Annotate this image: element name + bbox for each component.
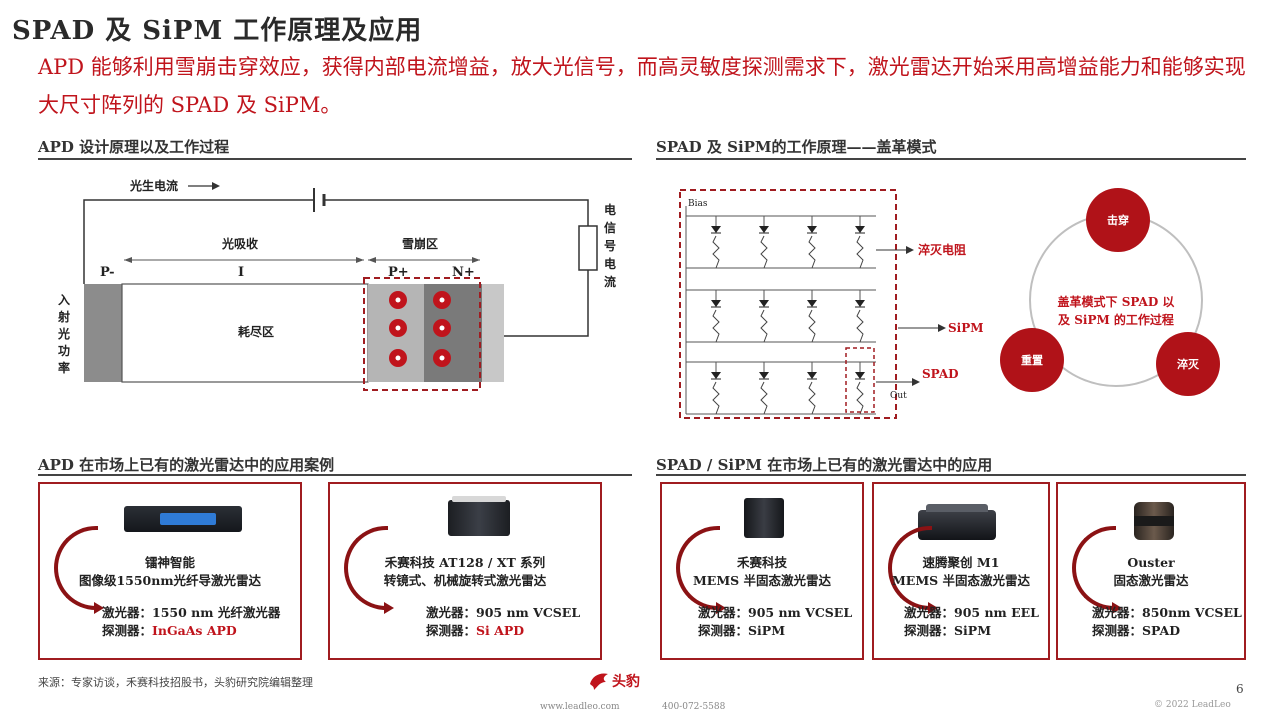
cycle-center-line2: 及 SiPM 的工作过程 <box>1058 312 1174 327</box>
resistor <box>578 225 598 271</box>
signal-current-label: 电 信 号 电 流 <box>604 202 616 289</box>
avalanche-box <box>363 277 481 391</box>
spad-cell <box>759 290 769 343</box>
apd-diagram: 光生电流 电 信 号 电 流 光吸收 雪崩区 P- I P+ N+ 耗尽区 <box>83 178 616 391</box>
spad-cell <box>855 216 865 269</box>
section-rule <box>38 474 632 476</box>
spad-app-card: 禾赛科技 MEMS 半固态激光雷达 激光器：905 nm VCSEL 探测器：S… <box>660 482 864 660</box>
product-name: Ouster 固态激光雷达 <box>1113 555 1189 588</box>
spad-cell <box>807 290 817 343</box>
svg-text:流: 流 <box>604 274 616 289</box>
brand-logo: 头豹 <box>588 668 652 694</box>
svg-text:电: 电 <box>604 202 616 217</box>
spad-label: SPAD <box>922 367 959 381</box>
carrier-dots <box>389 291 451 367</box>
spad-cell <box>711 216 721 269</box>
spad-cell <box>855 362 865 415</box>
out-label: Out <box>890 391 907 401</box>
apd-app-card: 禾赛科技 AT128 / XT 系列 转镜式、机械旋转式激光雷达 激光器：905… <box>328 482 602 660</box>
incident-power-label: 入 射 光 功 率 <box>58 293 71 375</box>
contact-region <box>482 284 504 382</box>
breakdown-node <box>1086 188 1150 252</box>
page-number: 6 <box>1236 682 1244 696</box>
product-name: 禾赛科技 AT128 / XT 系列 转镜式、机械旋转式激光雷达 <box>383 555 547 588</box>
quench-resistor-label: 淬灭电阻 <box>918 242 966 257</box>
leopard-logo-icon <box>590 673 608 690</box>
product-name: 速腾聚创 M1 MEMS 半固态激光雷达 <box>891 555 1031 588</box>
laser-spec: 激光器：905 nm VCSEL <box>426 605 581 620</box>
depletion-label: 耗尽区 <box>238 324 274 339</box>
depletion-region <box>121 283 369 383</box>
source-note: 来源：专家访谈，禾赛科技招股书，头豹研究院编辑整理 <box>38 676 313 689</box>
svg-text:击穿: 击穿 <box>1107 213 1129 227</box>
spad-cell-box <box>845 347 875 413</box>
lidar-device-image <box>124 506 242 532</box>
detector-spec: 探测器：SiPM <box>904 623 992 638</box>
page-title: SPAD 及 SiPM 工作原理及应用 <box>12 16 423 46</box>
website-text: www.leadleo.com <box>540 702 620 712</box>
spad-cell <box>711 362 721 415</box>
i-label: I <box>238 265 244 280</box>
bias-label: Bias <box>688 199 708 209</box>
copyright-text: © 2022 LeadLeo <box>1154 700 1231 710</box>
spad-app-card: 速腾聚创 M1 MEMS 半固态激光雷达 激光器：905 nm EEL 探测器：… <box>872 482 1050 660</box>
detector-spec: 探测器：SiPM <box>698 623 786 638</box>
spad-cell <box>711 290 721 343</box>
svg-text:淬灭: 淬灭 <box>1177 357 1200 371</box>
section-apd-apps-title: APD 在市场上已有的激光雷达中的应用案例 <box>38 456 335 474</box>
laser-spec: 激光器：1550 nm 光纤激光器 <box>102 605 281 620</box>
detector-spec: 探测器：InGaAs APD <box>102 623 237 638</box>
sipm-boundary <box>679 189 897 419</box>
lidar-device-image <box>448 496 510 536</box>
quench-node <box>1156 332 1220 396</box>
n-plus-label: N+ <box>452 265 475 280</box>
product-name: 禾赛科技 MEMS 半固态激光雷达 <box>692 555 832 588</box>
sipm-label: SiPM <box>948 321 984 335</box>
absorption-label: 光吸收 <box>221 236 258 251</box>
photocurrent-label: 光生电流 <box>129 178 178 193</box>
svg-text:电: 电 <box>604 256 616 271</box>
reset-node <box>1000 328 1064 392</box>
laser-spec: 激光器：905 nm EEL <box>904 605 1039 620</box>
cycle-center-line1: 盖革模式下 SPAD 以 <box>1058 294 1175 309</box>
svg-text:号: 号 <box>604 238 616 253</box>
p-minus-label: P- <box>100 265 114 280</box>
section-rule <box>656 474 1246 476</box>
detector-spec: 探测器：Si APD <box>426 623 525 638</box>
avalanche-label: 雪崩区 <box>402 236 438 251</box>
spad-cell <box>759 362 769 415</box>
section-spad-principle-title: SPAD 及 SiPM的工作原理——盖革模式 <box>656 138 937 156</box>
n-plus-region <box>424 284 482 382</box>
lidar-device-image <box>744 498 784 538</box>
apd-app-card: 镭神智能 图像级1550nm光纤导激光雷达 激光器：1550 nm 光纤激光器 … <box>38 482 302 660</box>
section-rule <box>656 158 1246 160</box>
section-apd-design-title: APD 设计原理以及工作过程 <box>38 138 230 156</box>
spad-cell <box>855 290 865 343</box>
spad-app-card: Ouster 固态激光雷达 激光器：850nm VCSEL 探测器：SPAD <box>1056 482 1246 660</box>
laser-spec: 激光器：850nm VCSEL <box>1092 605 1242 620</box>
product-name: 镭神智能 图像级1550nm光纤导激光雷达 <box>78 555 262 588</box>
spad-cell <box>807 216 817 269</box>
lidar-device-image <box>1134 502 1174 540</box>
spad-cell <box>759 216 769 269</box>
svg-text:信: 信 <box>604 220 616 235</box>
detector-spec: 探测器：SPAD <box>1092 623 1181 638</box>
svg-text:重置: 重置 <box>1021 353 1043 367</box>
section-rule <box>38 158 632 160</box>
lead-paragraph: APD 能够利用雪崩击穿效应，获得内部电流增益，放大光信号，而高灵敏度探测需求下… <box>38 55 1246 117</box>
p-minus-region <box>84 284 122 382</box>
phone-text: 400-072-5588 <box>662 702 726 712</box>
spad-cell <box>807 362 817 415</box>
p-plus-label: P+ <box>388 265 409 280</box>
section-spad-apps-title: SPAD / SiPM 在市场上已有的激光雷达中的应用 <box>656 456 993 474</box>
spad-array-diagram: Bias 淬灭电阻 SiPM SPAD Out <box>679 189 984 419</box>
laser-spec: 激光器：905 nm VCSEL <box>698 605 853 620</box>
geiger-cycle-diagram: 击穿 重置 淬灭 盖革模式下 SPAD 以 及 SiPM 的工作过程 <box>1000 188 1220 396</box>
